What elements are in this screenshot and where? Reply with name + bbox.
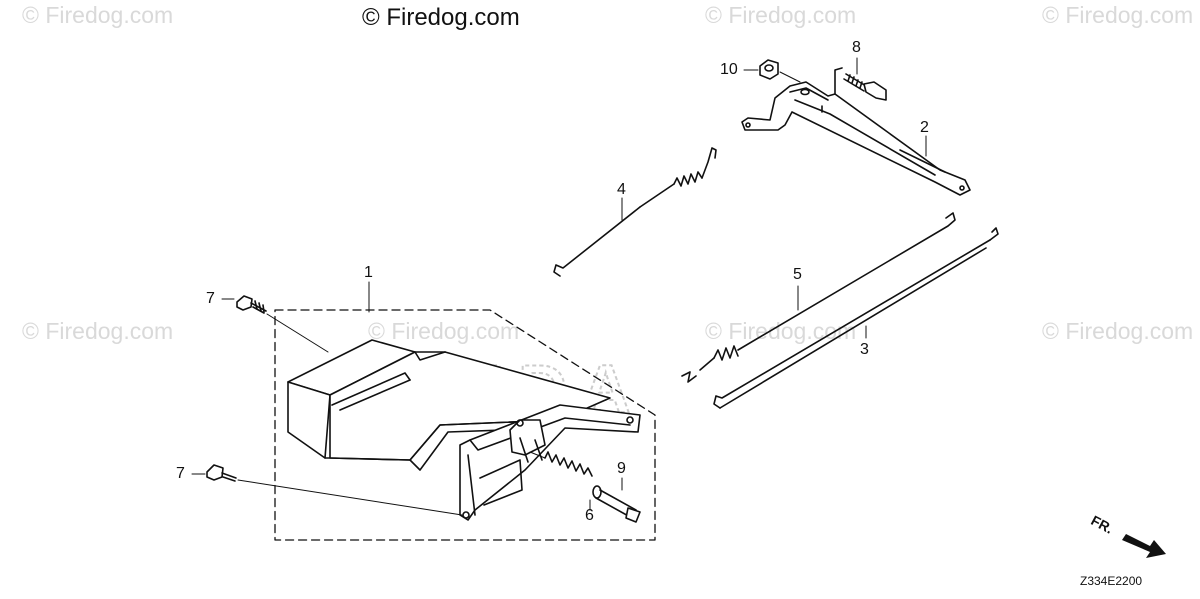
rod-part-4 — [553, 147, 717, 277]
watermark-top-right: © Firedog.com — [1042, 2, 1194, 28]
spring-part — [544, 451, 593, 477]
bolt-part-8 — [843, 73, 887, 101]
callout-1: 1 — [364, 264, 373, 281]
watermark-main: © Firedog.com — [362, 4, 520, 31]
callout-8: 8 — [852, 39, 861, 56]
watermark-mid-center: © Firedog.com — [368, 318, 520, 344]
callout-2: 2 — [920, 119, 929, 136]
lever-part — [741, 67, 971, 196]
rod-part-3 — [713, 227, 999, 409]
watermark-top-center-right: © Firedog.com — [705, 2, 857, 28]
callout-7-upper: 7 — [206, 290, 215, 307]
callout-6: 6 — [585, 507, 594, 524]
bolt-lower — [206, 464, 237, 482]
nut-part — [759, 59, 779, 80]
rod-part-5 — [681, 212, 956, 383]
cover-part — [287, 339, 641, 521]
callout-9: 9 — [617, 460, 626, 477]
callout-7-lower: 7 — [176, 465, 185, 482]
watermark-top-left: © Firedog.com — [22, 2, 174, 28]
diagram-code: Z334E2200 — [1080, 574, 1143, 588]
watermark-mid-right: © Firedog.com — [705, 318, 857, 344]
watermark-mid-left: © Firedog.com — [22, 318, 174, 344]
assembly-boundary — [274, 309, 656, 541]
arrow-right-down-icon — [1122, 534, 1166, 558]
callout-3: 3 — [860, 341, 869, 358]
callout-5: 5 — [793, 266, 802, 283]
watermark-far-right: © Firedog.com — [1042, 318, 1194, 344]
callout-10: 10 — [720, 61, 738, 78]
callout-4: 4 — [617, 181, 626, 198]
bolt-part-9 — [592, 485, 641, 523]
bolt-upper — [236, 295, 267, 314]
